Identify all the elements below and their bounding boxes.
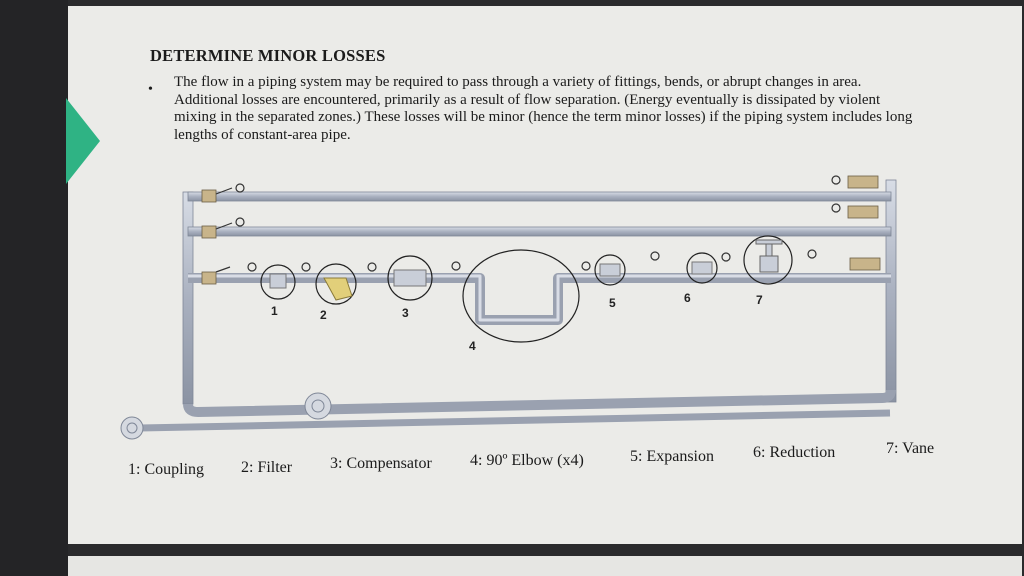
bullet-text: The flow in a piping system may be requi…	[174, 74, 914, 144]
caption-coupling: 1: Coupling	[128, 461, 204, 479]
marker-3: 3	[402, 306, 409, 320]
pipe-top-1	[188, 192, 891, 201]
caption-elbow: 4: 90º Elbow (x4)	[470, 452, 584, 470]
inlet-flange-icon	[121, 417, 143, 439]
expansion-icon	[600, 264, 620, 276]
marker-7: 7	[756, 293, 763, 307]
valve-icon	[202, 190, 216, 284]
marker-5: 5	[609, 296, 616, 310]
pipe-top-2	[188, 227, 891, 236]
pipe-main	[188, 278, 891, 320]
caption-reduction: 6: Reduction	[753, 444, 835, 462]
marker-2: 2	[320, 308, 327, 322]
next-slide-edge	[68, 556, 1022, 576]
piping-diagram: 1 2 3 4 5 6 7	[110, 170, 910, 440]
pipe-left-vertical	[183, 192, 193, 404]
compensator-icon	[394, 270, 426, 286]
pump-icon	[305, 393, 331, 419]
caption-compensator: 3: Compensator	[330, 455, 432, 473]
caption-vane: 7: Vane	[886, 440, 934, 458]
marker-4: 4	[469, 339, 476, 353]
reduction-icon	[692, 262, 712, 274]
vane-icon	[756, 240, 782, 272]
right-valves-icon	[848, 176, 880, 270]
marker-6: 6	[684, 291, 691, 305]
slide-title: DETERMINE MINOR LOSSES	[150, 46, 385, 66]
pipe-bottom	[188, 390, 891, 412]
green-arrow-icon	[66, 98, 100, 184]
gauge-icons	[216, 176, 840, 272]
coupling-icon	[270, 274, 286, 288]
bullet-icon: •	[148, 82, 153, 98]
marker-1: 1	[271, 304, 278, 318]
caption-filter: 2: Filter	[241, 459, 292, 477]
caption-expansion: 5: Expansion	[630, 448, 714, 466]
left-panel	[0, 0, 68, 576]
pipe-right-vertical	[886, 180, 896, 402]
